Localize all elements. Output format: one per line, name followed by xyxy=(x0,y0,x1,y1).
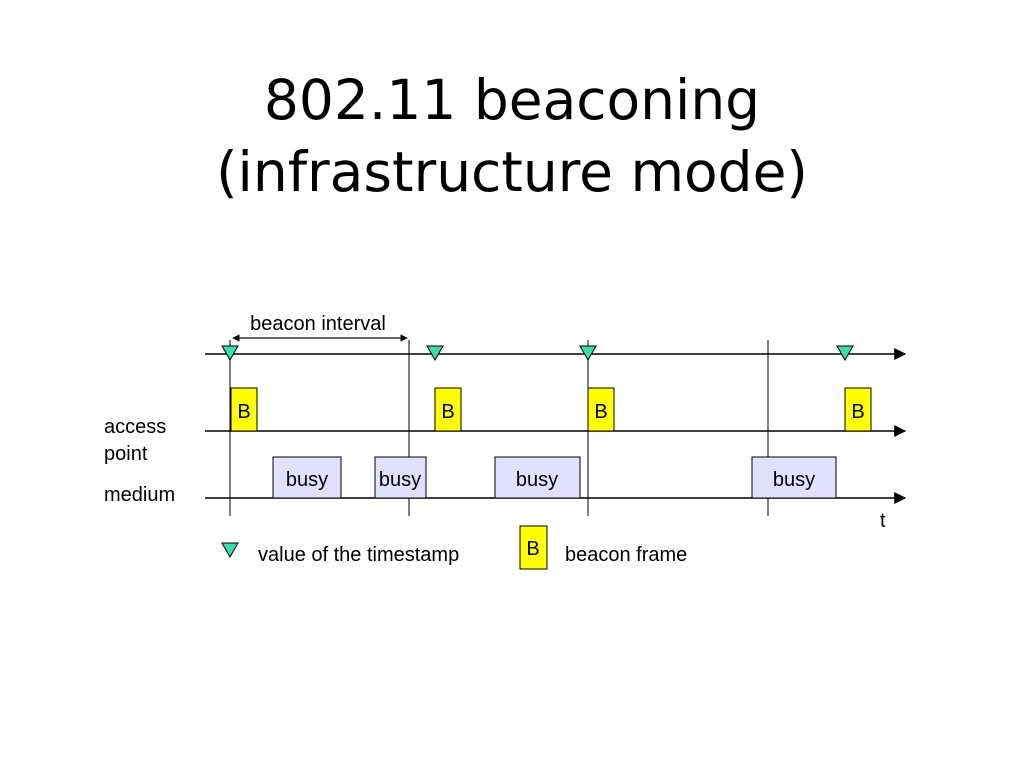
legend-timestamp-icon xyxy=(221,542,239,559)
beacon-frame-label: B xyxy=(441,401,454,423)
busy-block: busy xyxy=(751,456,837,499)
row-label-access-point: access xyxy=(104,416,166,438)
row-label-medium: medium xyxy=(104,484,175,506)
legend-beacon-text: beacon frame xyxy=(565,544,687,566)
time-axis-label: t xyxy=(880,510,886,532)
timestamp-marker-icon xyxy=(221,345,239,362)
beacon-frame: B xyxy=(844,387,872,432)
legend-timestamp-text: value of the timestamp xyxy=(258,544,459,566)
beacon-interval-label: beacon interval xyxy=(250,313,386,335)
busy-block-label: busy xyxy=(286,469,328,491)
timestamp-marker-icon xyxy=(836,345,854,362)
busy-block-label: busy xyxy=(379,469,421,491)
timestamp-marker-icon xyxy=(579,345,597,362)
beacon-frame: B xyxy=(434,387,462,432)
slide-title: 802.11 beaconing (infrastructure mode) xyxy=(0,64,1024,208)
beacon-frame-label: B xyxy=(851,401,864,423)
beacon-frame-label: B xyxy=(237,401,250,423)
busy-block: busy xyxy=(494,456,581,499)
busy-block-label: busy xyxy=(773,469,815,491)
title-line-2: (infrastructure mode) xyxy=(216,140,808,204)
busy-block-label: busy xyxy=(516,469,558,491)
beacon-frame: B xyxy=(230,387,258,432)
legend-beacon-icon: B xyxy=(519,525,548,570)
busy-block: busy xyxy=(374,456,427,499)
legend-beacon-symbol: B xyxy=(526,538,539,560)
row-label-access-point-2: point xyxy=(104,443,148,465)
beacon-frame: B xyxy=(587,387,615,432)
beacon-frame-label: B xyxy=(594,401,607,423)
timestamp-marker-icon xyxy=(426,345,444,362)
title-line-1: 802.11 beaconing xyxy=(263,68,761,132)
busy-block: busy xyxy=(272,456,342,499)
